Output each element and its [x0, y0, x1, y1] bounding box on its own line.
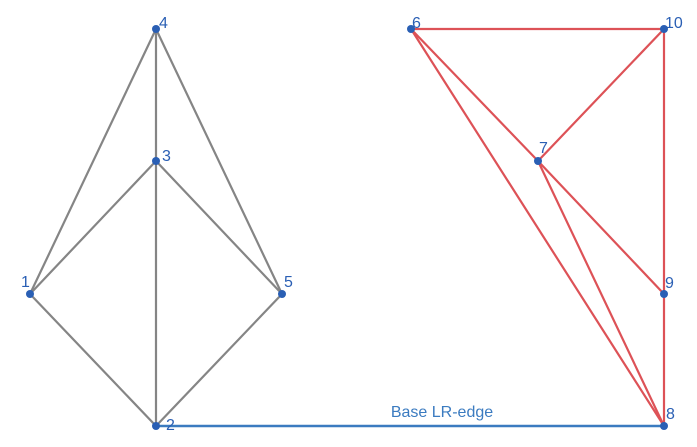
node-label-1: 1: [21, 274, 30, 291]
node-label-6: 6: [412, 15, 421, 32]
edge-6-8: [409, 27, 666, 428]
node-8[interactable]: [660, 422, 668, 430]
node-6[interactable]: [407, 25, 415, 33]
edge-6-7: [409, 27, 540, 163]
edge-10-7: [536, 27, 666, 163]
edge-7-8: [536, 159, 666, 428]
node-3[interactable]: [152, 157, 160, 165]
node-label-8: 8: [666, 406, 675, 423]
nodes-layer: [26, 25, 668, 430]
node-label-10: 10: [665, 15, 683, 32]
node-7[interactable]: [534, 157, 542, 165]
labels-layer: Base LR-edge 1 2 3 4 5 6 7 8 9 10: [21, 15, 683, 434]
edge-1-2: [28, 292, 158, 428]
node-9[interactable]: [660, 290, 668, 298]
node-label-4: 4: [159, 15, 168, 32]
edge-4-1: [28, 27, 158, 296]
edge-label-base-lr: Base LR-edge: [391, 404, 493, 421]
node-label-7: 7: [539, 140, 548, 157]
edge-3-1: [28, 159, 158, 296]
node-4[interactable]: [152, 25, 160, 33]
edges-layer: [28, 27, 666, 428]
node-2[interactable]: [152, 422, 160, 430]
node-label-9: 9: [665, 275, 674, 292]
node-label-5: 5: [284, 274, 293, 291]
edge-7-9: [536, 159, 666, 296]
node-label-3: 3: [162, 148, 171, 165]
edge-5-2: [154, 292, 284, 428]
node-10[interactable]: [660, 25, 668, 33]
edge-3-5: [154, 159, 284, 296]
node-label-2: 2: [166, 417, 175, 434]
node-5[interactable]: [278, 290, 286, 298]
edge-4-5: [154, 27, 284, 296]
node-1[interactable]: [26, 290, 34, 298]
